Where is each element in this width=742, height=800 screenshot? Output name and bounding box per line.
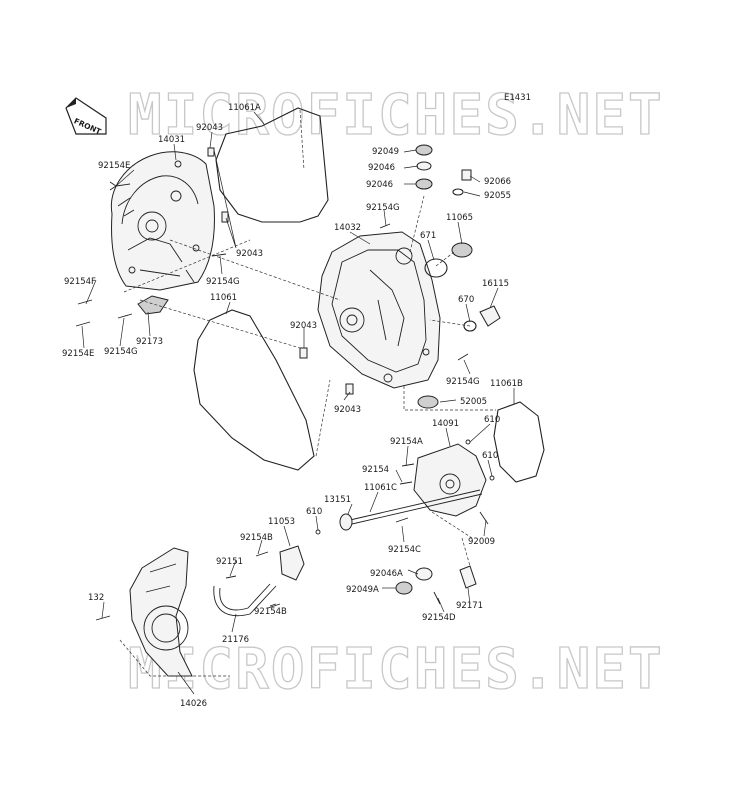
cap-92046A <box>415 567 433 581</box>
label-92154A: 92154A <box>390 437 423 447</box>
label-670: 670 <box>458 295 474 305</box>
label-92043-b: 92043 <box>236 249 263 259</box>
label-14026: 14026 <box>180 699 207 709</box>
label-14032: 14032 <box>334 223 361 233</box>
label-92173: 92173 <box>136 337 163 347</box>
dowel-92043-a <box>207 147 215 157</box>
label-92154E-a: 92154E <box>98 161 130 171</box>
guard-14026 <box>129 547 193 677</box>
bracket-92173 <box>137 295 169 315</box>
seal-11065 <box>451 242 473 258</box>
label-92154B-a: 92154B <box>240 533 273 543</box>
label-610-b: 610 <box>482 451 498 461</box>
label-92049: 92049 <box>372 147 399 157</box>
water-pipe-11053 <box>279 545 305 581</box>
label-14031: 14031 <box>158 135 185 145</box>
label-21176: 21176 <box>222 635 249 645</box>
label-92154G-b: 92154G <box>104 347 138 357</box>
water-pump-14091 <box>413 443 487 517</box>
label-52005: 52005 <box>460 397 487 407</box>
oring-671 <box>424 258 448 278</box>
label-11061: 11061 <box>210 293 237 303</box>
bolt-92154G-d <box>457 353 469 361</box>
pin-610-c <box>315 529 321 535</box>
plug-92066 <box>461 169 472 181</box>
pin-610-b <box>489 475 495 481</box>
label-610-c: 610 <box>306 507 322 517</box>
label-92043-c: 92043 <box>290 321 317 331</box>
label-92154G-a: 92154G <box>206 277 240 287</box>
label-92154E-b: 92154E <box>62 349 94 359</box>
dowel-92043-b <box>221 211 229 223</box>
gasket-11061B <box>493 401 545 483</box>
label-11065: 11065 <box>446 213 473 223</box>
bolt-92154A <box>401 463 415 467</box>
label-11061A: 11061A <box>228 103 261 113</box>
label-610-a: 610 <box>484 415 500 425</box>
bolt-92154F <box>77 299 93 305</box>
bolt-92154E-b <box>75 321 91 327</box>
label-14091: 14091 <box>432 419 459 429</box>
label-16115: 16115 <box>482 279 509 289</box>
fitting-92171 <box>459 565 477 589</box>
watermark-bottom: MICROFICHES.NET <box>128 637 664 702</box>
shaft-13151 <box>349 489 483 525</box>
label-11061B: 11061B <box>490 379 523 389</box>
clutch-cover-14032 <box>317 231 441 389</box>
seal-92049A <box>395 581 413 595</box>
gasket-11061 <box>193 309 315 471</box>
figure-code: E1431 <box>504 93 531 103</box>
label-92009: 92009 <box>468 537 495 547</box>
label-92046-a: 92046 <box>368 163 395 173</box>
dowel-92043-d <box>345 383 354 395</box>
hose-21176 <box>213 583 277 617</box>
label-92046-b: 92046 <box>366 180 393 190</box>
filter-16115 <box>479 305 501 327</box>
bolt-92154G-c <box>379 223 391 229</box>
label-92043-a: 92043 <box>196 123 223 133</box>
leader-lines <box>81 111 515 695</box>
label-92066: 92066 <box>484 177 511 187</box>
seal-92046-b <box>415 178 433 190</box>
label-92171: 92171 <box>456 601 483 611</box>
label-92046A: 92046A <box>370 569 403 579</box>
label-92151: 92151 <box>216 557 243 567</box>
label-92154G-d: 92154G <box>446 377 480 387</box>
label-11061C: 11061C <box>364 483 397 493</box>
bolt-132 <box>95 615 111 621</box>
bolt-92154C <box>395 517 409 523</box>
bolt-92154G-b <box>117 313 133 319</box>
label-92154G-c: 92154G <box>366 203 400 213</box>
generator-cover-14031 <box>110 151 215 291</box>
pin-610-a <box>465 439 471 445</box>
seal-92046-a <box>416 161 432 171</box>
oring-92055 <box>452 188 464 196</box>
label-13151: 13151 <box>324 495 351 505</box>
label-92055: 92055 <box>484 191 511 201</box>
bolt-92154B-a <box>255 551 269 557</box>
watermark-top: MICROFICHES.NET <box>128 83 664 148</box>
label-11053: 11053 <box>268 517 295 527</box>
dowel-92043-c <box>299 347 308 359</box>
seal-52005 <box>417 395 439 409</box>
label-671: 671 <box>420 231 436 241</box>
bolt-92154B-b <box>267 603 281 609</box>
bolt-92154D <box>433 591 441 605</box>
label-92043-d: 92043 <box>334 405 361 415</box>
bolt-92154 <box>399 481 413 485</box>
clamp-92151 <box>225 575 237 579</box>
bolt-92009 <box>479 511 489 525</box>
gasket-11061A <box>215 107 329 223</box>
label-92154: 92154 <box>362 465 389 475</box>
label-92154B-b: 92154B <box>254 607 287 617</box>
spring-11061C <box>339 513 353 531</box>
label-92154C: 92154C <box>388 545 421 555</box>
front-arrow-badge: FRONT <box>65 97 107 137</box>
label-92049A: 92049A <box>346 585 379 595</box>
seal-92049 <box>415 144 433 156</box>
label-92154F: 92154F <box>64 277 96 287</box>
label-132: 132 <box>88 593 104 603</box>
label-92154D: 92154D <box>422 613 456 623</box>
